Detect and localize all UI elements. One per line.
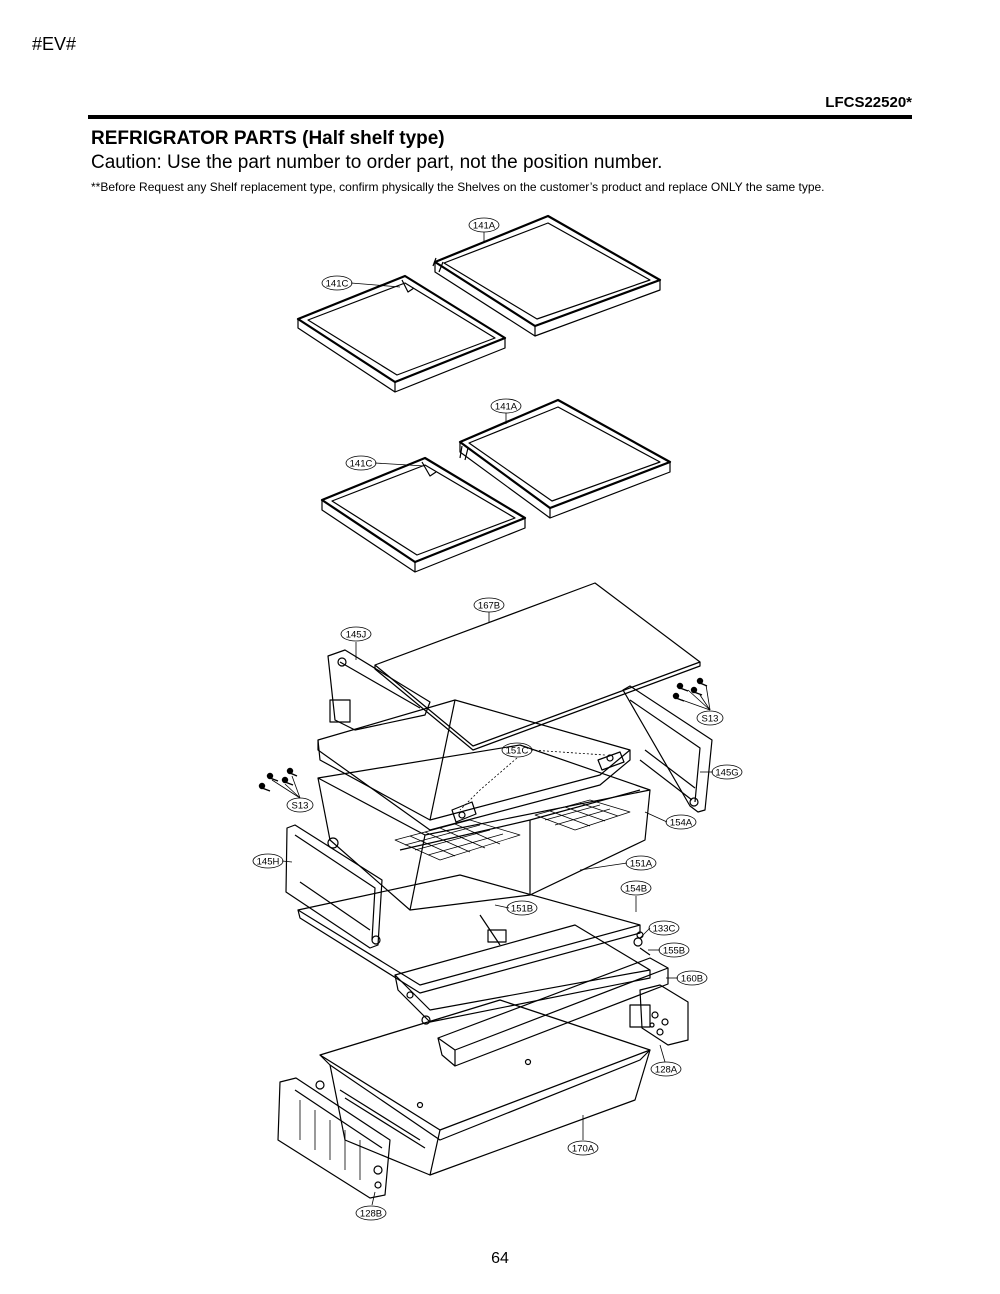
screws-S13-right: [672, 677, 708, 702]
svg-text:128A: 128A: [655, 1065, 678, 1076]
drawer-slide-frame: [297, 874, 651, 1023]
header-rule: [88, 115, 912, 119]
label-151B: 151B: [506, 900, 538, 916]
label-154B: 154B: [620, 880, 652, 896]
svg-text:155B: 155B: [663, 946, 685, 957]
svg-text:151A: 151A: [630, 859, 653, 870]
side-rail-145H: [285, 824, 383, 949]
label-141C-bottom: 141C: [345, 455, 377, 471]
side-rail-145J: [327, 649, 431, 731]
label-128A: 128A: [650, 1061, 682, 1077]
svg-text:128B: 128B: [360, 1209, 382, 1220]
svg-text:145J: 145J: [346, 630, 367, 641]
label-141C-top: 141C: [321, 275, 353, 291]
leader-lines: [271, 232, 713, 1206]
screws-S13-left: [258, 767, 298, 792]
side-rail-145G: [622, 685, 713, 813]
svg-text:141C: 141C: [350, 459, 373, 470]
drawer-cover-frame: [317, 699, 631, 831]
svg-text:S13: S13: [702, 714, 719, 725]
svg-text:S13: S13: [292, 801, 309, 812]
label-151C: 151C: [501, 742, 533, 758]
svg-text:154A: 154A: [670, 818, 693, 829]
svg-text:167B: 167B: [478, 601, 500, 612]
bracket-128A: [639, 984, 689, 1046]
svg-text:151C: 151C: [506, 746, 529, 757]
label-133C: 133C: [648, 920, 680, 936]
svg-text:145H: 145H: [257, 857, 280, 868]
label-167B: 167B: [473, 597, 505, 613]
label-141A-top: 141A: [468, 217, 500, 233]
crisper-bins-154A: [317, 744, 651, 911]
shelf-141A-top: [432, 214, 662, 337]
shelf-141C-bottom: [320, 456, 527, 573]
model-number: LFCS22520*: [825, 94, 912, 111]
shelf-141C-top: [296, 274, 507, 393]
shelf-141A-bottom: [458, 398, 672, 519]
label-170A: 170A: [567, 1140, 599, 1156]
svg-text:145G: 145G: [715, 768, 738, 779]
svg-text:141A: 141A: [495, 402, 518, 413]
note-text: **Before Request any Shelf replacement t…: [91, 180, 825, 194]
svg-text:160B: 160B: [681, 974, 703, 985]
label-141A-bottom: 141A: [490, 398, 522, 414]
bracket-128B: [277, 1077, 391, 1199]
caution-text: Caution: Use the part number to order pa…: [91, 152, 663, 173]
label-154A: 154A: [665, 814, 697, 830]
drawer-handle-160B: [437, 957, 669, 1067]
page-title: REFRIGRATOR PARTS (Half shelf type): [91, 128, 445, 149]
label-S13-right: S13: [696, 710, 724, 726]
label-145H: 145H: [252, 853, 284, 869]
label-151A: 151A: [625, 855, 657, 871]
label-145G: 145G: [711, 764, 743, 780]
page-number: 64: [491, 1250, 509, 1267]
svg-text:141A: 141A: [473, 221, 496, 232]
label-155B: 155B: [658, 942, 690, 958]
svg-text:170A: 170A: [572, 1144, 595, 1155]
freezer-drawer-170A: [319, 999, 651, 1176]
svg-text:154B: 154B: [625, 884, 647, 895]
label-128B: 128B: [355, 1205, 387, 1221]
rollers-133C-155B: [421, 937, 651, 1025]
svg-text:141C: 141C: [326, 279, 349, 290]
svg-text:133C: 133C: [653, 924, 676, 935]
svg-text:151B: 151B: [511, 904, 533, 915]
glass-cover-167B: [374, 582, 701, 751]
label-S13-left: S13: [286, 797, 314, 813]
label-145J: 145J: [340, 626, 372, 642]
document-id: #EV#: [32, 34, 77, 54]
label-160B: 160B: [676, 970, 708, 986]
